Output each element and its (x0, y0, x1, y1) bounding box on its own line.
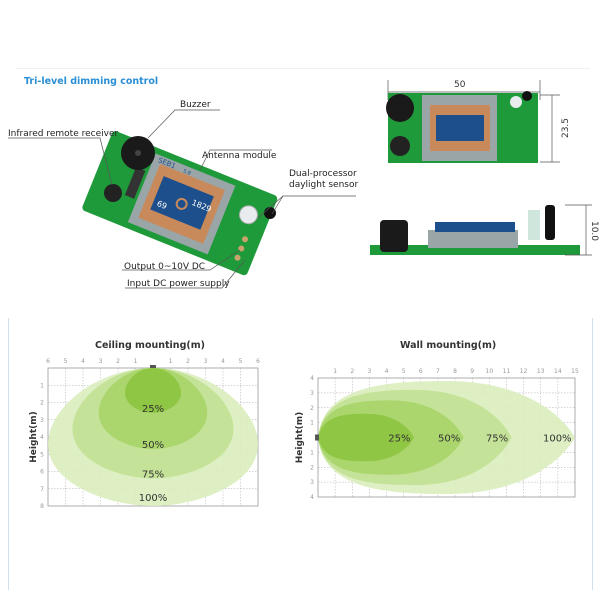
daylight-sensor (238, 205, 258, 225)
callout-daylight-sensor-2: daylight sensor (289, 180, 359, 190)
ceiling-x-tick: 1 (134, 358, 138, 365)
ceiling-x-tick: 3 (204, 358, 208, 365)
dimension-width: 50 (454, 80, 466, 90)
ceiling-y-tick: 2 (40, 400, 44, 407)
wall-y-axis-label: Height(m) (295, 412, 305, 463)
ceiling-y-tick: 3 (40, 417, 44, 424)
ceiling-zone-label: 100% (139, 493, 168, 504)
ceiling-zone-label: 50% (142, 440, 164, 451)
ceiling-x-tick: 6 (256, 358, 260, 365)
callout-output: Output 0~10V DC (124, 262, 206, 272)
wall-x-tick: 3 (367, 368, 371, 375)
board-frequency: 5.8 (182, 168, 192, 177)
wall-zone-label: 100% (543, 434, 572, 445)
wall-zone-label: 75% (486, 434, 508, 445)
wall-x-tick: 13 (537, 368, 545, 375)
ceiling-y-tick: 1 (40, 382, 44, 389)
ceiling-zone-label: 75% (142, 470, 164, 481)
ceiling-y-axis-label: Height(m) (29, 411, 39, 462)
wall-y-tick: 4 (310, 494, 314, 501)
ceiling-zone-25pct (125, 368, 181, 413)
ceiling-x-tick: 3 (99, 358, 103, 365)
ceiling-x-tick: 6 (46, 358, 50, 365)
ir-receiver-icon (104, 184, 122, 202)
wall-y-tick: 2 (310, 464, 314, 471)
wall-y-tick: 3 (310, 390, 314, 397)
ceiling-x-tick: 1 (169, 358, 173, 365)
wall-x-tick: 5 (402, 368, 406, 375)
wall-y-tick: 4 (310, 375, 314, 382)
ceiling-sensor-icon (150, 365, 156, 368)
ceiling-y-tick: 7 (40, 486, 44, 493)
wall-x-tick: 1 (333, 368, 337, 375)
wall-chart-title: Wall mounting(m) (400, 340, 497, 351)
ceiling-x-tick: 5 (239, 358, 243, 365)
ceiling-zone-label: 25% (142, 404, 164, 415)
wall-y-tick: 1 (310, 420, 314, 427)
wall-x-tick: 7 (436, 368, 440, 375)
callout-antenna: Antenna module (202, 151, 277, 161)
wall-y-tick: 2 (310, 405, 314, 412)
wall-x-tick: 2 (350, 368, 354, 375)
ceiling-x-tick: 4 (221, 358, 225, 365)
wall-x-tick: 14 (554, 368, 562, 375)
board-label: 69 (155, 199, 168, 211)
ceiling-y-tick: 4 (40, 434, 44, 441)
wall-y-tick: 3 (310, 479, 314, 486)
ceiling-y-tick: 8 (40, 503, 44, 510)
coverage-panel (8, 318, 593, 590)
board-photo: 69 1829 SEB1 5.8 (8, 109, 356, 289)
wall-x-tick: 12 (520, 368, 528, 375)
ceiling-x-tick: 5 (64, 358, 68, 365)
section-title: Tri-level dimming control (24, 76, 159, 87)
callout-daylight-sensor-1: Dual-processor (289, 169, 357, 179)
wall-x-tick: 9 (470, 368, 474, 375)
wall-x-tick: 8 (453, 368, 457, 375)
ceiling-x-tick: 4 (81, 358, 85, 365)
ceiling-y-tick: 6 (40, 469, 44, 476)
callout-input: Input DC power supply (127, 279, 230, 289)
ceiling-x-tick: 2 (186, 358, 190, 365)
dimension-photos (370, 80, 592, 256)
ceiling-y-tick: 5 (40, 451, 44, 458)
wall-x-tick: 10 (486, 368, 494, 375)
wall-zone-label: 50% (438, 434, 460, 445)
ceiling-chart-title: Ceiling mounting(m) (95, 340, 205, 351)
callout-ir-receiver: Infrared remote receiver (8, 129, 119, 139)
ceiling-x-tick: 2 (116, 358, 120, 365)
wall-y-tick: 1 (310, 449, 314, 456)
pcb-side-view (370, 245, 580, 255)
callout-buzzer: Buzzer (180, 100, 211, 110)
wall-x-tick: 4 (385, 368, 389, 375)
connector (124, 167, 146, 199)
divider (15, 68, 590, 69)
wall-x-tick: 15 (571, 368, 579, 375)
wall-zone-25pct (318, 413, 414, 462)
wall-sensor-icon (315, 434, 319, 441)
wall-x-tick: 6 (419, 368, 423, 375)
wall-x-tick: 11 (503, 368, 511, 375)
wall-zone-label: 25% (388, 434, 410, 445)
